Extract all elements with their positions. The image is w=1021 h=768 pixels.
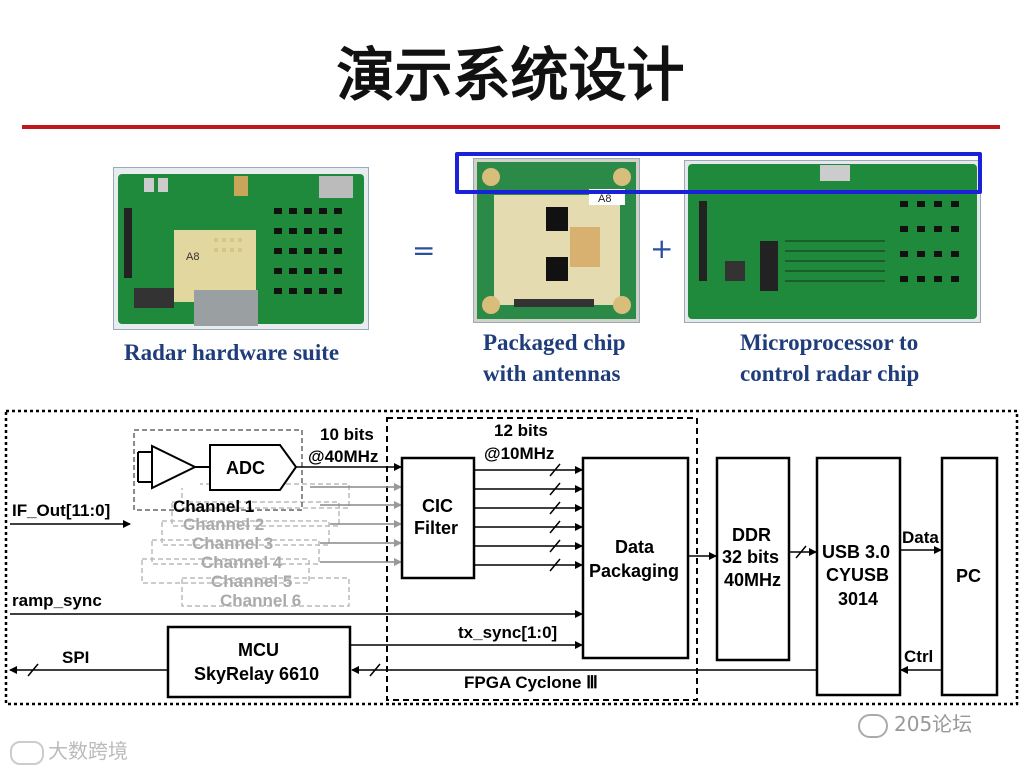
title-rule [22, 125, 1000, 129]
packaging-label-line1: Data [615, 537, 655, 557]
channel-1-box [133, 429, 303, 511]
usb-label-line3: 3014 [838, 589, 878, 609]
equals-sign: = [412, 234, 436, 267]
ddr-block [715, 456, 791, 662]
data-packaging-block [581, 456, 690, 660]
radar-suite-photo: A8 [113, 167, 369, 330]
slide-title: 演示系统设计 [336, 41, 685, 109]
adc-label: ADC [226, 458, 265, 478]
cic-label-line2: Filter [414, 518, 458, 538]
bits10-line2: @40MHz [308, 447, 378, 466]
amplifier-symbol [151, 444, 198, 490]
channel-5-label: Channel 5 [211, 572, 292, 591]
microprocessor-board [685, 161, 980, 322]
if-out-label: IF_Out[11:0] [12, 501, 110, 520]
data-arrow-label: Data [902, 528, 939, 547]
ddr-label-line3: 40MHz [724, 570, 781, 590]
fpga-label: FPGA Cyclone Ⅲ [464, 673, 598, 692]
channel-4-label: Channel 4 [201, 553, 283, 572]
pc-label: PC [956, 566, 981, 586]
fpga-frame [386, 417, 698, 701]
mcu-label-line2: SkyRelay 6610 [194, 664, 319, 684]
mcu-label-line1: MCU [238, 640, 279, 660]
microprocessor-caption-line1: Microprocessor to [740, 330, 919, 355]
spi-label: SPI [62, 648, 89, 667]
watermark-right: 205论坛 [858, 708, 972, 738]
mcu-block [166, 625, 352, 699]
microprocessor-caption-line2: control radar chip [740, 361, 920, 386]
bits12-line2: @10MHz [484, 444, 554, 463]
radar-suite-board: A8 [114, 168, 368, 329]
channel-6-label: Channel 6 [220, 591, 301, 610]
radar-suite-caption: Radar hardware suite [124, 340, 340, 365]
channel-1-label: Channel 1 [173, 497, 254, 516]
packaging-label-line2: Packaging [589, 561, 679, 581]
ddr-label-line2: 32 bits [722, 547, 779, 567]
watermark-left: 大数跨境 [10, 735, 128, 765]
cic-label-line1: CIC [422, 496, 453, 516]
chip-marking: A8 [186, 251, 199, 263]
packaged-chip-photo: A8 [473, 158, 640, 323]
packaged-chip-board: A8 [474, 159, 639, 322]
outer-frame [4, 409, 1019, 706]
ddr-label-line1: DDR [732, 525, 771, 545]
watermark-right-text: 205论坛 [894, 712, 973, 736]
highlight-box [455, 152, 982, 194]
pc-block [940, 456, 999, 697]
tx-sync-label: tx_sync[1:0] [458, 623, 557, 642]
watermark-left-text: 大数跨境 [48, 739, 128, 763]
usb-label-line1: USB 3.0 [822, 542, 890, 562]
bits12-line1: 12 bits [494, 421, 548, 440]
microprocessor-photo [684, 160, 981, 323]
ramp-sync-label: ramp_sync [12, 591, 102, 610]
bits10-line1: 10 bits [320, 425, 374, 444]
packaged-chip-caption-line2: with antennas [483, 361, 621, 386]
packaged-chip-caption-line1: Packaged chip [483, 330, 626, 355]
channel-3-label: Channel 3 [192, 534, 273, 553]
channel-2-label: Channel 2 [183, 515, 264, 534]
usb-label-line2: CYUSB [826, 565, 889, 585]
wechat-icon [858, 713, 888, 738]
usb-block [815, 456, 902, 697]
plus-sign: + [650, 232, 674, 265]
adc-block [209, 444, 298, 491]
chip-marking-2: A8 [598, 193, 611, 205]
ctrl-arrow-label: Ctrl [904, 647, 933, 666]
watermark-logo-icon [10, 740, 44, 765]
cic-filter-block [400, 456, 476, 580]
